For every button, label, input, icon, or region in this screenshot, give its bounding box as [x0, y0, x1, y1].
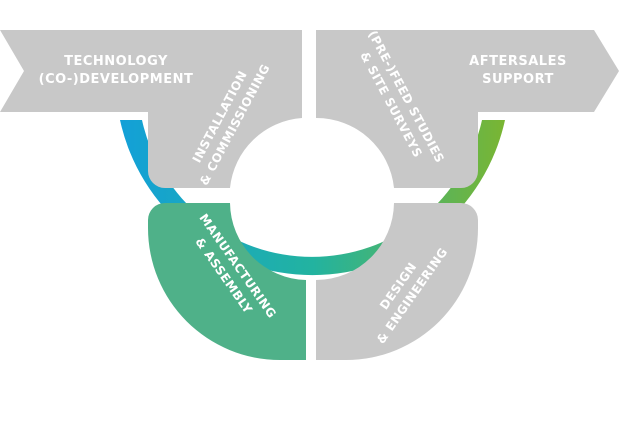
arrow-right-line-1: AFTERSALES [469, 54, 567, 69]
segment-manufacturing-assembly: MANUFACTURING & ASSEMBLY [148, 203, 306, 360]
arrow-aftersales-support: AFTERSALES SUPPORT [316, 30, 619, 112]
arrow-right-line-2: SUPPORT [482, 72, 554, 87]
arrow-technology-development: TECHNOLOGY (CO-)DEVELOPMENT [0, 30, 302, 112]
arrow-left-line-2: (CO-)DEVELOPMENT [39, 72, 194, 87]
segment-design-engineering: DESIGN & ENGINEERING [316, 203, 478, 360]
project-management-label: PROJECT MANAGEMENT [239, 369, 386, 390]
arrow-left-line-1: TECHNOLOGY [64, 54, 168, 69]
